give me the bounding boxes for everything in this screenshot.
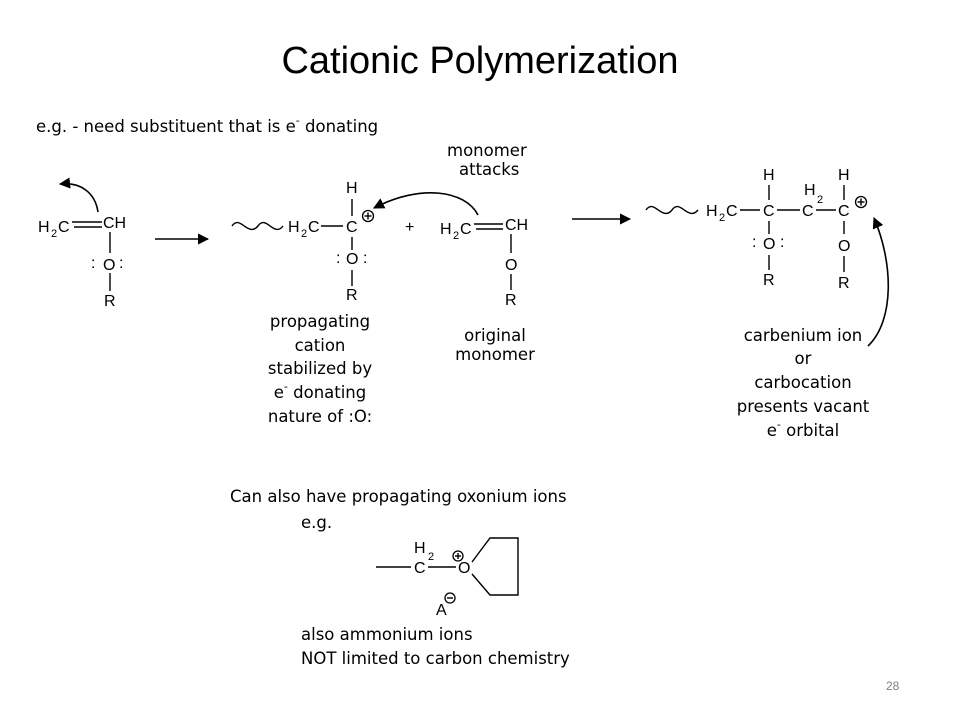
svg-text:H: H xyxy=(288,219,300,236)
svg-text:presents vacant: presents vacant xyxy=(737,397,870,416)
svg-text:original: original xyxy=(464,326,526,345)
svg-text::: : xyxy=(780,234,784,251)
svg-text:C: C xyxy=(726,203,738,220)
svg-text::: : xyxy=(752,234,756,251)
positive-charge-icon xyxy=(854,195,868,209)
svg-text:C: C xyxy=(802,203,814,220)
svg-text:H: H xyxy=(38,219,50,236)
vacant-orbital-arrow xyxy=(867,216,890,347)
propagating-cation-structure: H 2 C C H : O : R xyxy=(231,180,375,304)
svg-text:C: C xyxy=(460,221,472,238)
oxonium-eg: e.g. xyxy=(301,513,332,532)
svg-text:O: O xyxy=(838,238,850,255)
incoming-monomer-structure: H 2 C CH O R xyxy=(373,192,528,309)
svg-text:O: O xyxy=(458,560,470,577)
negative-charge-icon xyxy=(444,592,456,604)
svg-text:2: 2 xyxy=(301,228,307,240)
svg-text:H: H xyxy=(440,221,452,238)
svg-text:CH: CH xyxy=(103,215,126,232)
original-monomer-label: original monomer xyxy=(455,326,535,364)
positive-charge-icon xyxy=(361,209,375,223)
positive-charge-icon xyxy=(452,550,464,562)
not-limited-note: NOT limited to carbon chemistry xyxy=(301,649,570,668)
svg-text:R: R xyxy=(346,287,358,304)
page-number: 28 xyxy=(886,679,900,693)
slide-title: Cationic Polymerization xyxy=(281,40,679,82)
ammonium-note: also ammonium ions xyxy=(301,625,473,644)
svg-text:H: H xyxy=(346,180,358,197)
svg-text:H: H xyxy=(706,203,718,220)
svg-text:O: O xyxy=(763,236,775,253)
oxonium-ion-structure: H 2 C O A xyxy=(376,537,519,619)
svg-text:O: O xyxy=(103,257,115,274)
carbenium-product-structure: H 2 C C H : O : R C H 2 C H O R xyxy=(645,167,890,347)
intro-text: e.g. - need substituent that is e- donat… xyxy=(36,114,378,136)
svg-text:R: R xyxy=(763,272,775,289)
electron-push-arrow xyxy=(58,177,99,213)
monomer-attacks-label-1: monomer xyxy=(447,141,527,160)
monomer-attack-arrow xyxy=(373,192,479,216)
svg-text:2: 2 xyxy=(51,228,57,240)
svg-text:2: 2 xyxy=(719,212,725,224)
svg-text:carbocation: carbocation xyxy=(754,373,851,392)
svg-text:propagating: propagating xyxy=(270,312,370,331)
svg-text::: : xyxy=(91,255,95,272)
svg-text:monomer: monomer xyxy=(455,345,535,364)
svg-text:H: H xyxy=(804,182,816,199)
svg-text:C: C xyxy=(58,219,70,236)
svg-text::: : xyxy=(119,255,123,272)
svg-text:C: C xyxy=(763,203,775,220)
svg-text:e- orbital: e- orbital xyxy=(767,418,840,440)
svg-text:H: H xyxy=(414,540,426,557)
svg-text:A: A xyxy=(436,602,447,619)
svg-text:e- donating: e- donating xyxy=(274,380,367,402)
oxonium-heading: Can also have propagating oxonium ions xyxy=(230,487,567,506)
svg-text:CH: CH xyxy=(505,217,528,234)
svg-text:stabilized by: stabilized by xyxy=(268,359,372,378)
svg-text:O: O xyxy=(505,257,517,274)
carbenium-ion-label: carbenium ion or carbocation presents va… xyxy=(737,326,870,440)
svg-text:or: or xyxy=(795,349,812,368)
svg-text:H: H xyxy=(763,167,775,184)
svg-text:2: 2 xyxy=(817,194,823,206)
plus-sign: + xyxy=(405,219,414,236)
svg-text:R: R xyxy=(505,292,517,309)
vinyl-ether-monomer: H 2 C CH : O : R xyxy=(38,177,126,310)
svg-text:R: R xyxy=(838,275,850,292)
svg-text:cation: cation xyxy=(295,336,346,355)
svg-text:carbenium ion: carbenium ion xyxy=(744,326,863,345)
svg-text:C: C xyxy=(838,203,850,220)
svg-text:C: C xyxy=(414,560,426,577)
svg-text:nature of :O:: nature of :O: xyxy=(268,407,372,426)
svg-text:H: H xyxy=(838,167,850,184)
monomer-attacks-label-2: attacks xyxy=(459,160,519,179)
svg-text:C: C xyxy=(308,219,320,236)
svg-text::: : xyxy=(363,250,367,267)
svg-text::: : xyxy=(336,250,340,267)
propagating-cation-label: propagating cation stabilized by e- dona… xyxy=(268,312,372,426)
svg-text:2: 2 xyxy=(453,230,459,242)
svg-text:2: 2 xyxy=(428,551,434,563)
svg-text:R: R xyxy=(104,293,116,310)
svg-text:O: O xyxy=(346,251,358,268)
svg-text:C: C xyxy=(346,219,358,236)
